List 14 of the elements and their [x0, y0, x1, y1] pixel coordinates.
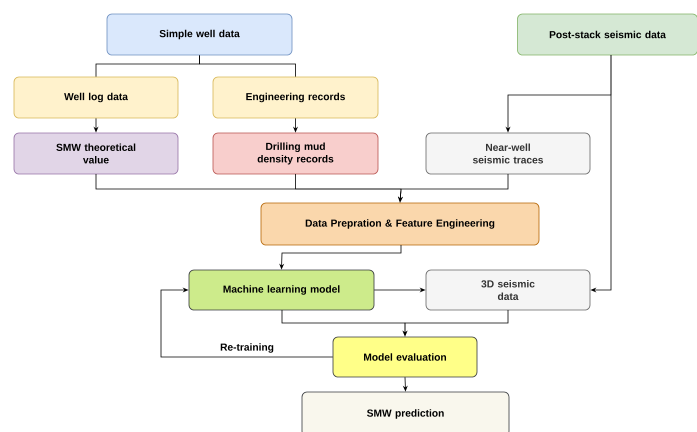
- process-box: SMW prediction: [302, 392, 510, 432]
- process-box: Machine learning model: [188, 270, 374, 310]
- process-box: Simple well data: [106, 14, 292, 56]
- process-box: SMW theoretical value: [14, 132, 178, 174]
- process-box: Near-well seismic traces: [426, 132, 590, 174]
- process-box: Drilling mud density records: [212, 132, 378, 174]
- arrow: [160, 287, 333, 358]
- process-box: 3D seismic data: [426, 270, 590, 310]
- process-box: Model evaluation: [332, 336, 478, 378]
- process-box: Engineering records: [212, 76, 378, 118]
- process-box: Well log data: [14, 76, 178, 118]
- process-box: Post-stack seismic data: [517, 14, 697, 56]
- process-box: Data Prepration & Feature Engineering: [260, 202, 540, 246]
- edge-label: Re-training: [220, 343, 274, 353]
